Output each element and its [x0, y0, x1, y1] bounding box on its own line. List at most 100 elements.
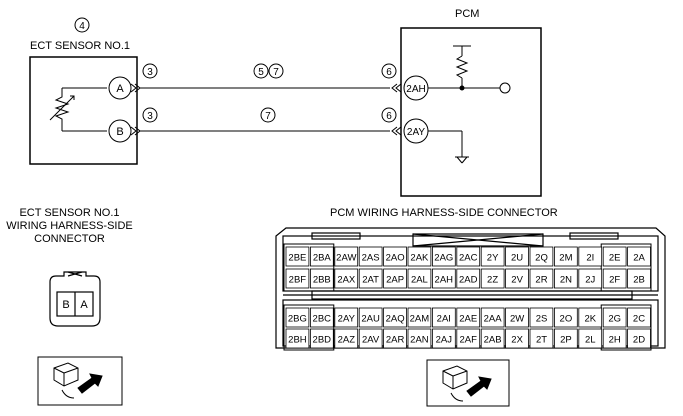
svg-text:A: A [116, 83, 124, 95]
pcm-terminal-cell [529, 307, 554, 328]
pcm-terminal-label: 2W [510, 314, 524, 325]
pcm-terminal-label: 2B [633, 275, 645, 286]
svg-text:3: 3 [147, 111, 153, 122]
pcm-terminal-label: 2Z [487, 275, 498, 286]
pcm-terminal-cell [480, 328, 505, 349]
pcm-terminal-group-outline [600, 304, 652, 351]
pcm-terminal-cell [456, 268, 481, 289]
pcm-terminal-cell [309, 246, 334, 267]
svg-text:6: 6 [386, 111, 392, 122]
sensor-title: ECT SENSOR NO.1 [30, 40, 131, 52]
pcm-connector-title: PCM WIRING HARNESS-SIDE CONNECTOR [330, 207, 558, 219]
pcm-terminal-label: 2AI [437, 314, 451, 325]
sensor-pin-b: B [108, 119, 132, 143]
svg-text:6: 6 [386, 67, 392, 78]
pcm-terminal-label: 2U [511, 253, 523, 264]
pcm-terminal-label: 2M [559, 253, 572, 264]
pcm-terminal-cell [334, 307, 359, 328]
svg-text:B: B [116, 126, 123, 138]
pcm-terminal-cell [554, 328, 578, 349]
sensor-connector-title: ECT SENSOR NO.1 WIRING HARNESS-SIDE CONN… [2, 207, 137, 246]
pcm-terminal-label: 2BF [289, 275, 307, 286]
pcm-terminal-cell [456, 328, 481, 349]
sensor-harness-connector [49, 271, 101, 327]
pcm-terminal-label: 2AJ [436, 335, 453, 346]
pcm-terminal-label: 2BC [313, 314, 332, 325]
sensor-pin-a: A [108, 76, 132, 100]
pcm-terminal-label: 2P [560, 335, 572, 346]
pcm-terminal-cell [480, 246, 505, 267]
pcm-terminal-label: 2AH [435, 275, 454, 286]
pcm-terminal-label: 2BD [313, 335, 332, 346]
pcm-terminal-cell [602, 246, 627, 267]
callout-3-top: 3 [142, 63, 158, 79]
sensor-connector-title-line-1: ECT SENSOR NO.1 [19, 207, 120, 219]
pcm-terminal-group-outline [283, 243, 335, 292]
pcm-terminal-cell [627, 307, 651, 328]
svg-text:2AY: 2AY [407, 127, 425, 138]
pcm-internal-circuit [428, 45, 511, 164]
pcm-terminal-cell [627, 328, 651, 349]
pcm-terminal-2ah: 2AH [403, 75, 429, 101]
pcm-terminal-cell [505, 328, 529, 349]
ect-sensor-box [29, 56, 138, 165]
pcm-terminal-label: 2BH [288, 335, 307, 346]
pcm-terminal-cell [309, 307, 334, 328]
pcm-terminal-cell [554, 246, 578, 267]
pcm-terminal-cell [578, 268, 603, 289]
pcm-terminal-cell [529, 328, 554, 349]
pcm-terminal-cell [529, 268, 554, 289]
pcm-terminal-label: 2C [633, 314, 645, 325]
pcm-terminal-label: 2AY [338, 314, 356, 325]
pcm-terminal-label: 2AA [484, 314, 503, 325]
pcm-terminal-label: 2AP [386, 275, 404, 286]
pcm-terminal-cell [358, 246, 383, 267]
view-direction-icon-left [37, 356, 123, 406]
pcm-terminal-label: 2AE [459, 314, 477, 325]
pcm-terminal-cell [407, 307, 432, 328]
callout-7-bottom: 7 [260, 107, 276, 123]
pcm-terminal-cell [383, 328, 407, 349]
pcm-terminal-label: 2AN [410, 335, 429, 346]
pcm-terminal-label: 2I [586, 253, 594, 264]
pcm-terminal-label: 2X [511, 335, 523, 346]
pcm-terminal-label: 2BG [288, 314, 307, 325]
pcm-terminal-cell [578, 307, 603, 328]
sensor-connector-title-line-2: WIRING HARNESS-SIDE [6, 220, 133, 232]
pcm-terminal-label: 2BA [313, 253, 332, 264]
pcm-terminal-label: 2Y [487, 253, 499, 264]
pcm-terminal-cell [358, 268, 383, 289]
pcm-terminal-label: 2R [535, 275, 547, 286]
pcm-terminal-label: 2AB [484, 335, 502, 346]
callout-3-bottom: 3 [142, 107, 158, 123]
pcm-terminal-cell [285, 246, 310, 267]
callout-5: 5 [253, 63, 269, 79]
pcm-terminal-label: 2A [633, 253, 645, 264]
pcm-terminal-group-outline [283, 304, 335, 351]
pcm-terminal-label: 2AD [459, 275, 478, 286]
pcm-terminal-cell [358, 328, 383, 349]
svg-text:7: 7 [273, 67, 279, 78]
pcm-terminal-label: 2D [633, 335, 645, 346]
pcm-terminal-cell [407, 328, 432, 349]
pcm-terminal-label: 2N [560, 275, 572, 286]
pcm-terminal-cell [285, 328, 310, 349]
callout-6-bottom: 6 [381, 107, 397, 123]
pcm-terminal-cell [554, 307, 578, 328]
pcm-terminal-label: 2O [560, 314, 573, 325]
pcm-terminal-cell [431, 268, 456, 289]
pcm-terminal-cell [407, 268, 432, 289]
sensor-connector-pin-a: A [80, 299, 88, 311]
svg-text:3: 3 [147, 67, 153, 78]
pcm-terminal-cell [383, 268, 407, 289]
pcm-terminal-cell [285, 268, 310, 289]
pcm-terminal-label: 2AG [434, 253, 453, 264]
svg-text:2AH: 2AH [406, 84, 425, 95]
pcm-terminal-label: 2J [585, 275, 595, 286]
pcm-terminal-cell [456, 246, 481, 267]
pcm-terminal-cell [334, 268, 359, 289]
pcm-terminal-label: 2AK [410, 253, 429, 264]
pcm-terminal-label: 2AS [362, 253, 380, 264]
